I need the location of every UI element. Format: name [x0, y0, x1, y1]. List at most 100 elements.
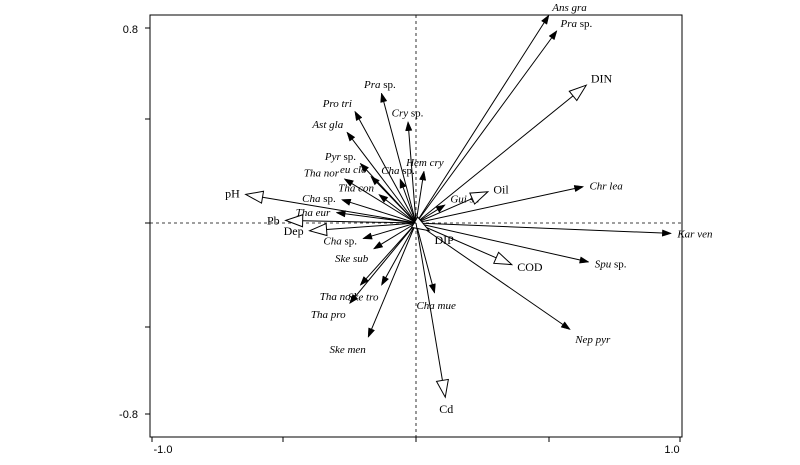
- species-arrow-head-2: [573, 185, 585, 193]
- env-arrow-head-7: [308, 222, 328, 237]
- species-arrow-line-12: [371, 222, 417, 237]
- env-label-2: COD: [517, 260, 543, 274]
- species-arrow-line-0: [415, 22, 545, 224]
- species-arrow-line-16: [351, 138, 417, 224]
- species-arrow-head-6: [428, 283, 436, 294]
- species-label-3: Kar ven: [676, 229, 713, 241]
- species-arrow-line-6: [415, 222, 433, 285]
- species-label-20: Tha con: [338, 183, 374, 195]
- species-arrow-head-0: [541, 14, 550, 25]
- env-arrow-head-3: [410, 216, 431, 232]
- species-arrow-head-21: [399, 178, 407, 189]
- species-arrow-head-18: [359, 162, 370, 173]
- species-arrow-head-25: [435, 204, 446, 213]
- species-arrow-head-12: [362, 232, 373, 240]
- species-arrow-head-3: [661, 229, 673, 237]
- env-label-3: DIP: [434, 233, 454, 247]
- species-arrow-head-7: [367, 327, 375, 339]
- species-arrow-line-10: [385, 222, 417, 278]
- x-tick-label-max: 1.0: [664, 444, 679, 456]
- species-label-23: Cry sp.: [392, 108, 424, 120]
- species-label-19: eu clo: [340, 164, 367, 176]
- species-label-16: Ast gla: [311, 119, 343, 131]
- species-arrow-line-9: [365, 222, 417, 280]
- env-arrow-head-1: [469, 191, 490, 205]
- species-arrow-head-10: [381, 275, 390, 287]
- env-label-5: pH: [225, 186, 240, 200]
- species-arrow-head-22: [380, 92, 388, 103]
- species-label-1: Pra sp.: [560, 18, 593, 30]
- species-arrow-head-23: [405, 120, 413, 132]
- species-label-15: Tha nor: [304, 168, 340, 180]
- env-arrow-line-0: [415, 95, 574, 224]
- env-arrow-line-6: [302, 220, 417, 224]
- species-arrow-head-11: [372, 241, 384, 250]
- species-arrow-head-24: [419, 170, 427, 181]
- species-arrow-head-8: [349, 294, 359, 305]
- species-label-7: Ske men: [329, 344, 366, 356]
- env-arrow-line-5: [262, 196, 417, 224]
- species-arrow-line-3: [415, 222, 663, 234]
- species-label-24: Hem cry: [405, 157, 444, 169]
- species-arrow-line-24: [415, 179, 424, 224]
- y-tick-label-max: 0.8: [123, 24, 138, 36]
- species-label-10: Ske tro: [348, 292, 379, 304]
- env-arrow-head-0: [568, 84, 588, 102]
- species-arrow-head-19: [370, 175, 380, 186]
- species-label-2: Chr lea: [589, 180, 623, 192]
- species-label-18: Pyr sp.: [324, 151, 356, 163]
- species-arrow-head-15: [343, 178, 354, 187]
- species-label-12: Cha sp.: [323, 235, 357, 247]
- species-arrow-line-15: [351, 183, 417, 224]
- species-arrow-line-21: [402, 187, 417, 224]
- env-arrow-line-4: [415, 222, 443, 381]
- species-arrow-line-1: [415, 37, 553, 224]
- species-arrow-line-4: [415, 222, 581, 261]
- species-arrow-head-4: [579, 256, 590, 264]
- species-arrow-line-8: [354, 222, 417, 297]
- species-arrow-line-20: [385, 199, 417, 224]
- species-arrow-line-23: [408, 130, 417, 224]
- species-arrow-line-5: [415, 222, 564, 325]
- y-tick-label-min: -0.8: [119, 409, 138, 421]
- species-arrow-line-7: [371, 222, 417, 330]
- species-label-11: Ske sub: [335, 253, 369, 265]
- species-arrow-line-2: [415, 188, 575, 224]
- species-arrow-head-14: [340, 198, 352, 206]
- species-arrow-line-22: [383, 101, 417, 224]
- species-label-13: Tha eur: [296, 207, 331, 219]
- species-arrow-line-11: [380, 222, 417, 245]
- env-arrow-line-1: [415, 198, 473, 224]
- env-label-0: DIN: [591, 71, 613, 85]
- species-arrow-head-13: [335, 210, 346, 218]
- species-label-17: Pro tri: [322, 98, 352, 110]
- env-arrow-line-2: [415, 222, 497, 259]
- env-label-4: Cd: [439, 402, 453, 416]
- species-arrow-line-17: [358, 118, 417, 224]
- env-label-7: Dep: [284, 224, 304, 238]
- species-label-22: Pra sp.: [363, 79, 396, 91]
- species-arrow-head-16: [346, 131, 356, 142]
- species-label-6: Cha mue: [416, 300, 456, 312]
- species-label-4: Spu sp.: [595, 258, 627, 270]
- env-arrow-head-5: [244, 190, 265, 204]
- species-arrow-head-1: [548, 29, 558, 41]
- species-label-14: Cha sp.: [302, 193, 336, 205]
- env-arrow-head-2: [493, 251, 514, 266]
- species-label-9: Tha nod: [320, 291, 357, 303]
- env-label-1: Oil: [493, 182, 509, 196]
- env-label-6: Pb: [267, 213, 280, 227]
- species-arrow-head-5: [560, 321, 571, 331]
- env-arrow-head-4: [435, 378, 449, 399]
- env-arrow-head-6: [284, 214, 304, 228]
- species-arrow-line-19: [376, 182, 417, 224]
- env-arrow-line-7: [326, 222, 417, 231]
- species-label-0: Ans gra: [551, 2, 587, 14]
- species-arrow-line-14: [349, 201, 417, 224]
- species-arrow-head-9: [359, 276, 369, 286]
- species-label-8: Tha pro: [311, 309, 346, 321]
